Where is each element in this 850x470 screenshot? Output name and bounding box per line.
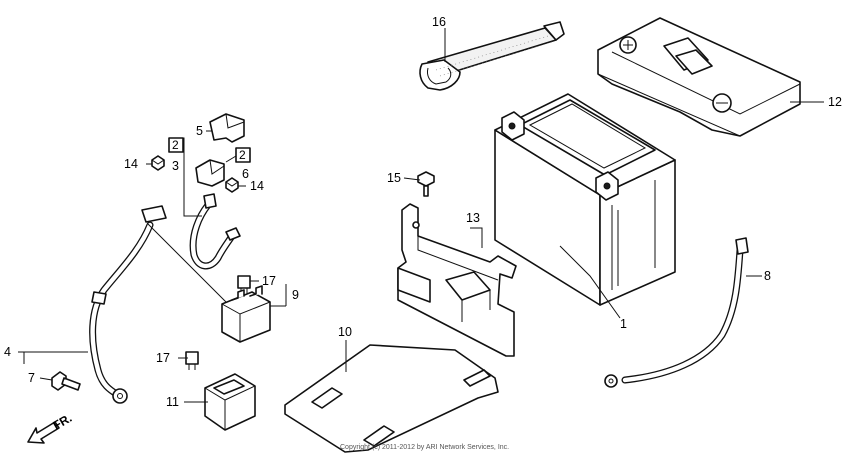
- callout-3: 3: [172, 159, 179, 173]
- callout-1: 1: [620, 317, 627, 331]
- callout-9: 9: [292, 288, 299, 302]
- fuse-box[interactable]: [204, 373, 256, 431]
- callout-16: 16: [432, 15, 446, 29]
- front-direction-indicator: FR.: [27, 411, 74, 444]
- callout-2-right: 2: [239, 148, 246, 162]
- positive-cable[interactable]: [89, 205, 167, 404]
- callout-13: 13: [466, 211, 480, 225]
- callout-14-right: 14: [250, 179, 264, 193]
- terminal-cover-6[interactable]: [195, 159, 225, 187]
- callout-12: 12: [828, 95, 842, 109]
- leader-lines: [18, 28, 824, 403]
- battery-bracket[interactable]: [397, 203, 517, 357]
- callout-box-2-right: [235, 147, 251, 163]
- bolt-14-right[interactable]: [225, 177, 239, 193]
- bolt-7[interactable]: [51, 371, 81, 391]
- starter-relay[interactable]: [221, 285, 271, 343]
- callout-2-left: 2: [172, 138, 179, 152]
- rubber-mat[interactable]: [284, 344, 499, 453]
- fuse-17-upper[interactable]: [237, 275, 251, 294]
- battery[interactable]: [494, 93, 676, 306]
- callout-15: 15: [387, 171, 401, 185]
- fuse-17-lower[interactable]: [185, 351, 199, 370]
- bolt-15[interactable]: [417, 171, 435, 197]
- callout-14-left: 14: [124, 157, 138, 171]
- callout-5: 5: [196, 124, 203, 138]
- callout-11: 11: [166, 395, 179, 409]
- negative-cable[interactable]: [604, 237, 749, 388]
- bolt-14-left[interactable]: [151, 155, 165, 171]
- battery-cover[interactable]: [597, 17, 801, 137]
- callout-17-upper: 17: [262, 274, 276, 288]
- callout-box-2-left: [168, 137, 184, 153]
- callout-7: 7: [28, 371, 35, 385]
- copyright-notice: Copyright (c) 2011-2012 by ARI Network S…: [340, 444, 509, 451]
- positive-cable-short[interactable]: [189, 193, 241, 270]
- callout-6: 6: [242, 167, 249, 181]
- callout-8: 8: [764, 269, 771, 283]
- callout-17-lower: 17: [156, 351, 170, 365]
- front-arrow-icon: [27, 421, 60, 444]
- callout-10: 10: [338, 325, 352, 339]
- terminal-cover-5[interactable]: [209, 113, 245, 143]
- battery-strap[interactable]: [419, 21, 565, 91]
- callout-4: 4: [4, 345, 11, 359]
